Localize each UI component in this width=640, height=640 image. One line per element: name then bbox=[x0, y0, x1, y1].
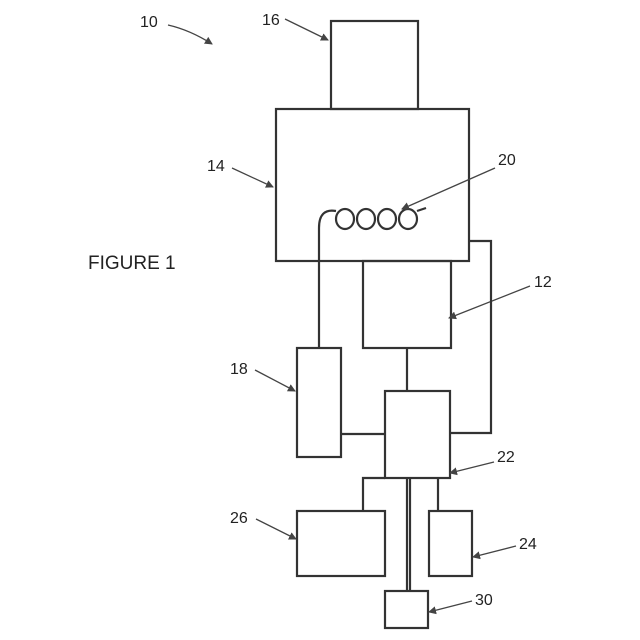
wire-22-to-26 bbox=[363, 478, 385, 511]
block-24-label: 24 bbox=[519, 536, 537, 553]
block-24-leader bbox=[473, 546, 516, 557]
block-12-label: 12 bbox=[534, 274, 552, 291]
wire-coil-to-18 bbox=[319, 211, 336, 348]
block-12 bbox=[363, 261, 451, 348]
block-22-label: 22 bbox=[497, 449, 515, 466]
wire-14-to-22 bbox=[450, 241, 491, 433]
block-26-leader bbox=[256, 519, 296, 539]
block-22 bbox=[385, 391, 450, 478]
block-16-label: 16 bbox=[262, 12, 280, 29]
block-18 bbox=[297, 348, 341, 457]
block-24 bbox=[429, 511, 472, 576]
block-16 bbox=[331, 21, 418, 109]
system-ref-leader bbox=[168, 25, 212, 44]
block-12-leader bbox=[449, 286, 530, 318]
block-18-label: 18 bbox=[230, 361, 248, 378]
coil-20-leader bbox=[402, 168, 495, 209]
block-14 bbox=[276, 109, 469, 261]
block-14-label: 14 bbox=[207, 158, 225, 175]
block-18-leader bbox=[255, 370, 295, 391]
block-22-leader bbox=[450, 462, 494, 473]
block-30-label: 30 bbox=[475, 592, 493, 609]
coil-20 bbox=[336, 208, 426, 229]
block-30 bbox=[385, 591, 428, 628]
block-16-leader bbox=[285, 19, 328, 40]
block-26 bbox=[297, 511, 385, 576]
system-ref-label: 10 bbox=[140, 14, 158, 31]
block-26-label: 26 bbox=[230, 510, 248, 527]
block-14-leader bbox=[232, 168, 273, 187]
block-30-leader bbox=[429, 601, 472, 612]
coil-20-label: 20 bbox=[498, 152, 516, 169]
figure-title: FIGURE 1 bbox=[88, 253, 176, 274]
